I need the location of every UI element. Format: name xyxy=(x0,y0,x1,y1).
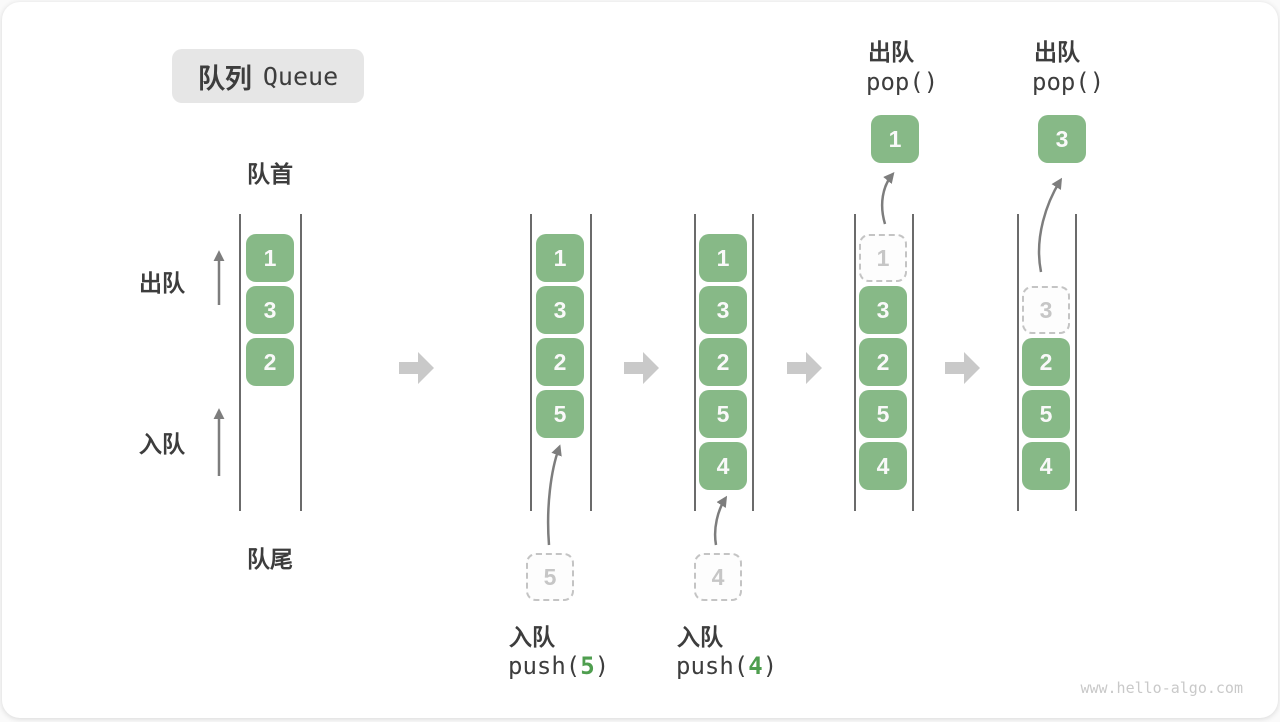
queue4-left-wall xyxy=(854,214,856,511)
dequeued-ghost-cell: 1 xyxy=(859,234,907,282)
dequeued-ghost-cell: 3 xyxy=(1022,286,1070,334)
queue-cell: 1 xyxy=(536,234,584,282)
queue-cell: 4 xyxy=(859,442,907,490)
queue-cell: 3 xyxy=(246,286,294,334)
enqueue-side-label: 入队 xyxy=(139,431,185,457)
title-box: 队列 Queue xyxy=(172,49,364,103)
dequeue-arrow-icon xyxy=(880,172,895,225)
queue-cell: 2 xyxy=(699,338,747,386)
staged-ghost-cell: 5 xyxy=(526,553,574,601)
queue-cell: 5 xyxy=(536,390,584,438)
queue-cell: 1 xyxy=(699,234,747,282)
queue3-left-wall xyxy=(694,214,696,511)
queue5-right-wall xyxy=(1075,214,1077,511)
queue5-left-wall xyxy=(1017,214,1019,511)
title-en: Queue xyxy=(262,61,339,91)
queue-rear-label: 队尾 xyxy=(247,546,293,572)
queue-cell: 2 xyxy=(246,338,294,386)
queue-cell: 4 xyxy=(699,442,747,490)
code-close: ) xyxy=(594,652,610,680)
queue-cell: 5 xyxy=(859,390,907,438)
push5-code-label: push(5) xyxy=(508,652,609,680)
enqueue-arrow-icon xyxy=(546,444,562,546)
staged-ghost-cell: 4 xyxy=(694,553,742,601)
popped-cell: 3 xyxy=(1038,115,1086,163)
queue3-right-wall xyxy=(752,214,754,511)
watermark: www.hello-algo.com xyxy=(1080,679,1243,697)
queue-cell: 2 xyxy=(859,338,907,386)
code-arg: 4 xyxy=(748,652,763,680)
queue-cell: 5 xyxy=(1022,390,1070,438)
code-fn: push( xyxy=(508,652,581,680)
queue-cell: 3 xyxy=(699,286,747,334)
queue-cell: 4 xyxy=(1022,442,1070,490)
queue-cell: 3 xyxy=(859,286,907,334)
pop2-code-label: pop() xyxy=(1032,68,1105,96)
dequeue-arrow-icon xyxy=(1037,177,1063,273)
queue-cell: 5 xyxy=(699,390,747,438)
queue2-left-wall xyxy=(530,214,532,511)
right-block-arrow-icon xyxy=(787,352,822,384)
dequeue-side-label: 出队 xyxy=(139,270,185,296)
queue-cell: 1 xyxy=(246,234,294,282)
queue-front-label: 队首 xyxy=(247,161,293,187)
right-block-arrow-icon xyxy=(399,352,434,384)
push5-op-label: 入队 xyxy=(509,624,555,650)
code-close: ) xyxy=(762,652,778,680)
queue-cell: 3 xyxy=(536,286,584,334)
title-zh: 队列 xyxy=(197,63,252,94)
queue2-right-wall xyxy=(590,214,592,511)
pop1-op-label: 出队 xyxy=(868,39,914,65)
queue1-left-wall xyxy=(239,214,241,511)
code-arg: 5 xyxy=(580,652,595,680)
push4-code-label: push(4) xyxy=(676,652,777,680)
code-fn: push( xyxy=(676,652,749,680)
queue4-right-wall xyxy=(912,214,914,511)
queue-cell: 2 xyxy=(536,338,584,386)
pop1-code-label: pop() xyxy=(866,68,939,96)
queue1-right-wall xyxy=(300,214,302,511)
popped-cell: 1 xyxy=(871,115,919,163)
pop2-op-label: 出队 xyxy=(1034,39,1080,65)
right-block-arrow-icon xyxy=(624,352,659,384)
queue-cell: 2 xyxy=(1022,338,1070,386)
right-block-arrow-icon xyxy=(945,352,980,384)
enqueue-arrow-icon xyxy=(713,495,728,546)
push4-op-label: 入队 xyxy=(677,624,723,650)
